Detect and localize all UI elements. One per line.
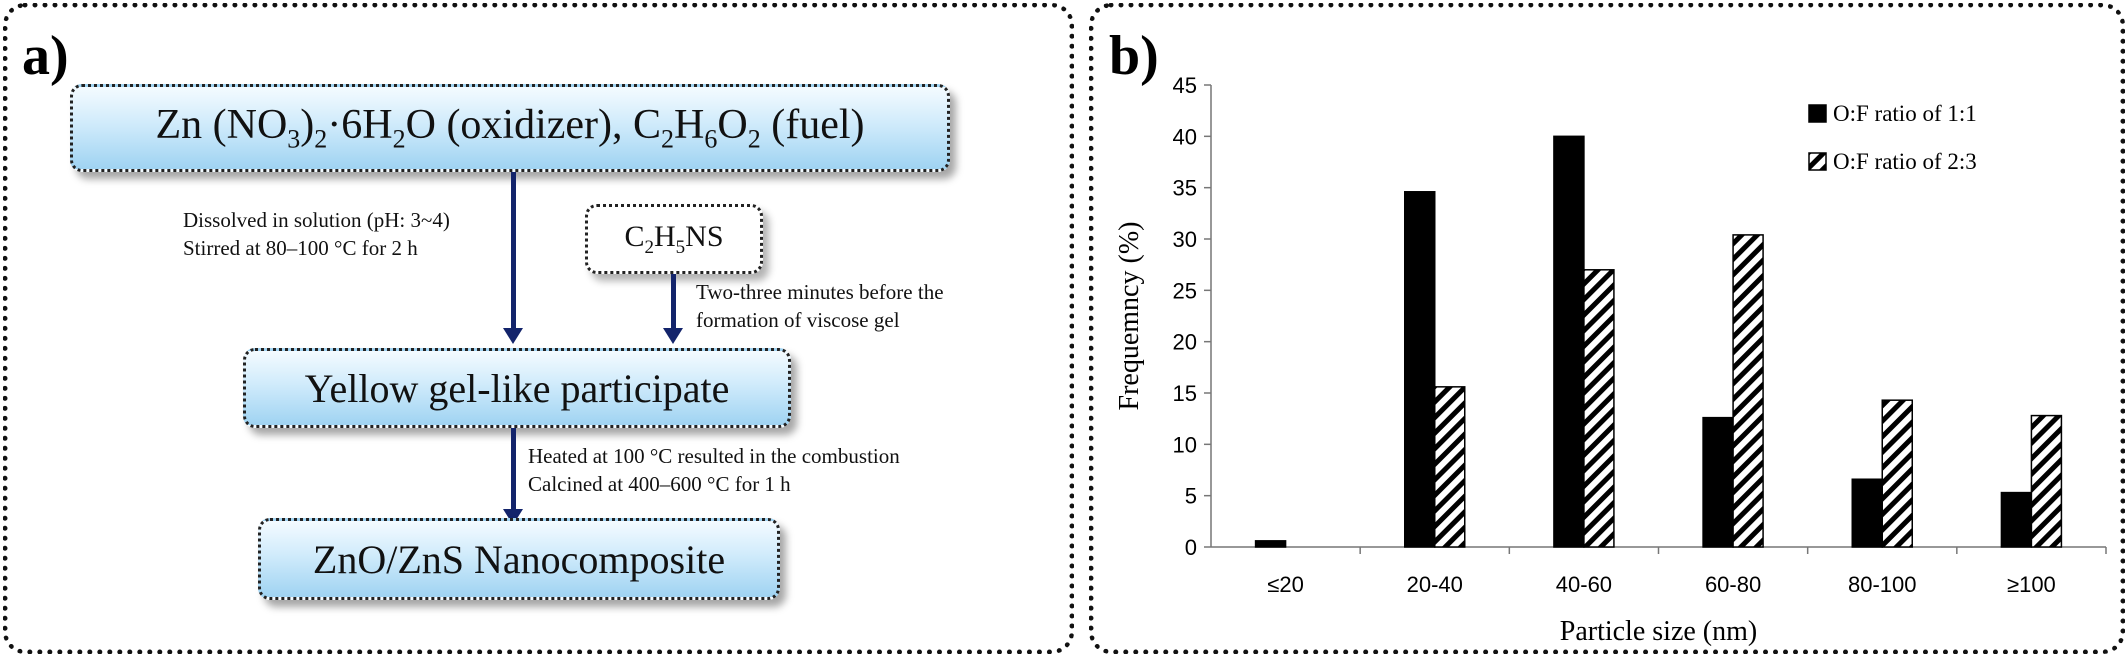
bar-ratio-1-1 [1553, 135, 1585, 548]
y-tick-label: 15 [1173, 381, 1197, 406]
y-axis-title: Frequemncy (%) [1114, 222, 1145, 411]
arrow-gel-to-product [503, 428, 523, 525]
x-axis-title: Particle size (nm) [1560, 616, 1757, 647]
legend-swatch [1808, 104, 1827, 123]
bar-ratio-2-3 [1732, 234, 1764, 548]
bar-ratio-2-3 [1434, 386, 1466, 548]
legend-swatch [1808, 152, 1827, 171]
legend-label: O:F ratio of 2:3 [1833, 149, 1977, 174]
y-tick-label: 40 [1173, 124, 1197, 149]
bar-ratio-1-1 [1851, 478, 1883, 548]
note-timing: Two-three minutes before the formation o… [696, 280, 944, 332]
bar-ratio-1-1 [1702, 416, 1734, 548]
product-box: ZnO/ZnS Nanocomposite [258, 518, 780, 600]
x-tick-label: ≥100 [2007, 572, 2056, 597]
y-tick-label: 20 [1173, 330, 1197, 355]
particle-size-chart: 0 5 10 15 20 25 30 35 40 45 ≤20 20-40 40-60 60-80 80-1… [1114, 73, 2107, 647]
x-tick-label: 40-60 [1556, 572, 1612, 597]
bar-ratio-2-3 [1583, 269, 1615, 548]
sulfur-source-box: C2H5NS [585, 204, 763, 274]
bar-ratio-2-3 [1881, 399, 1913, 548]
bar-ratio-2-3 [2030, 414, 2063, 548]
x-tick-label: 60-80 [1705, 572, 1761, 597]
panel-b-label: b) [1109, 25, 1159, 87]
y-tick-label: 25 [1173, 278, 1197, 303]
gel-text: Yellow gel-like participate [304, 365, 730, 411]
y-tick-label: 35 [1173, 176, 1197, 201]
note-dissolve: Dissolved in solution (pH: 3~4) Stirred … [183, 208, 450, 260]
y-tick-label: 30 [1173, 227, 1197, 252]
note-calcine: Heated at 100 °C resulted in the combust… [528, 444, 900, 496]
x-tick-label: ≤20 [1267, 572, 1304, 597]
y-tick-label: 10 [1173, 432, 1197, 457]
legend-label: O:F ratio of 1:1 [1833, 101, 1977, 126]
panel-a-label: a) [22, 25, 69, 87]
x-tick-label: 20-40 [1407, 572, 1463, 597]
precursor-text: Zn (NO3)2·6H2O (oxidizer), C2H6O2 (fuel) [155, 102, 865, 154]
bar-ratio-1-1 [1254, 540, 1287, 548]
panel-a: a) Zn (NO3)2·6H2O (oxidizer), C2H6O2 (fu… [3, 3, 1074, 654]
arrow-precursor-to-gel [503, 172, 523, 344]
product-text: ZnO/ZnS Nanocomposite [312, 536, 726, 582]
bar-ratio-1-1 [2000, 491, 2033, 548]
x-tick-label: 80-100 [1848, 572, 1917, 597]
bar-ratio-1-1 [1404, 191, 1436, 548]
precursor-box: Zn (NO3)2·6H2O (oxidizer), C2H6O2 (fuel) [70, 84, 950, 172]
y-tick-label: 0 [1185, 535, 1197, 560]
panel-b: b) 0 5 10 15 20 25 30 35 40 45 ≤20 20-40 40-60 60-80 8… [1089, 3, 2125, 654]
arrow-sulfur-to-gel [663, 274, 683, 344]
y-tick-label: 5 [1185, 484, 1197, 509]
sulfur-source-text: C2H5NS [624, 219, 724, 258]
y-tick-label: 45 [1173, 73, 1197, 98]
gel-box: Yellow gel-like participate [243, 348, 791, 428]
